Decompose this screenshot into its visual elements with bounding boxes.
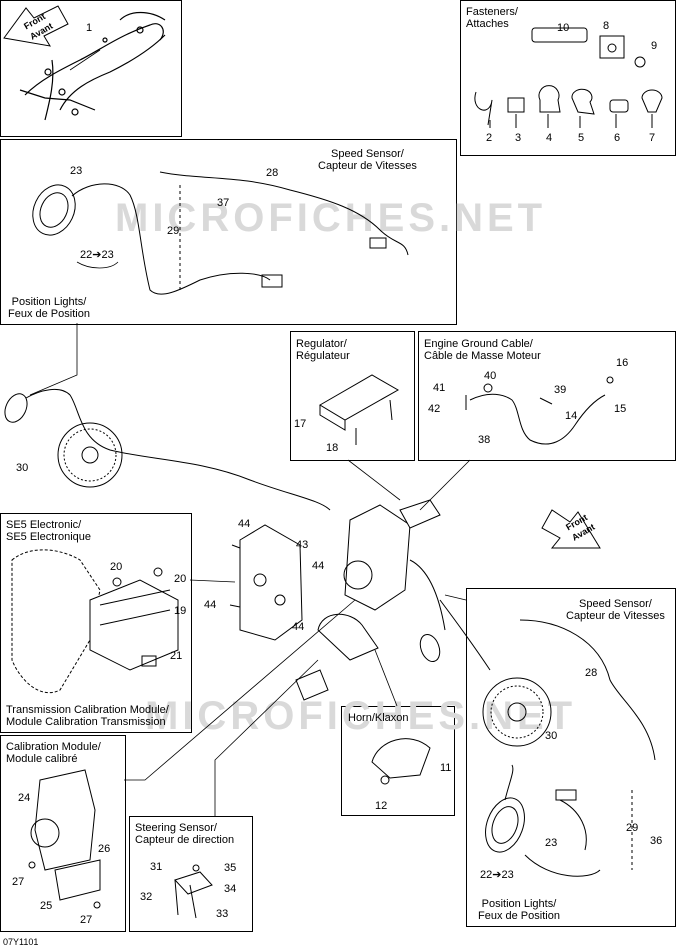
calibration-title: Calibration Module/Module calibré [6,741,101,765]
central-engine-assembly [343,499,446,631]
callout-37: 37 [217,197,230,209]
horn-title: Horn/Klaxon [348,712,409,724]
horn-box [341,706,455,816]
watermark-top: MICROFICHES.NET [115,196,547,240]
callout-10: 10 [557,22,570,34]
callout-38: 38 [478,434,491,446]
callout-24: 24 [18,792,31,804]
callout-22a: 22➔23 [80,249,114,261]
callout-42: 42 [428,403,441,415]
callout-14: 14 [565,410,578,422]
regulator-title: Regulator/Régulateur [296,338,350,362]
callout-20b: 20 [174,573,187,585]
callout-2: 2 [486,132,493,144]
steering-sensor-part [174,864,213,919]
leader-lines [29,49,471,816]
front-arrow-icon [3,5,69,47]
callout-15: 15 [614,403,627,415]
callout-8: 8 [603,20,610,32]
harness-box [0,0,182,137]
callout-43: 43 [296,539,309,551]
callout-44c: 44 [204,599,217,611]
center-bracket [229,524,303,641]
position-lights-top-title: Position Lights/Feux de Position [8,296,90,320]
fastener-parts [474,27,663,128]
se5-module [11,549,179,694]
callout-31: 31 [150,861,163,873]
callout-5: 5 [578,132,585,144]
speed-sensor-right-title: Speed Sensor/Capteur de Vitesses [566,598,665,622]
ground-cable-part [465,376,614,445]
callout-6: 6 [614,132,621,144]
wiring-harness [19,11,166,121]
se5-title: SE5 Electronic/SE5 Electronique [6,519,91,543]
callout-17: 17 [294,418,307,430]
trigger-wheel-right [482,677,552,747]
position-light-left [4,393,28,423]
callout-41: 41 [433,382,446,394]
callout-23a: 23 [70,165,83,177]
callout-39: 39 [554,384,567,396]
callout-4: 4 [546,132,553,144]
callout-20a: 20 [110,561,123,573]
horn-part [317,613,431,785]
callout-28b: 28 [585,667,598,679]
callout-27b: 27 [80,914,93,926]
callout-12: 12 [375,800,388,812]
front-arrow-right-icon [541,509,601,549]
callout-40: 40 [484,370,497,382]
se5-box [0,513,192,733]
callout-35: 35 [224,862,237,874]
steering-title: Steering Sensor/Capteur de direction [135,822,235,846]
callout-33: 33 [216,908,229,920]
callout-23b: 23 [545,837,558,849]
callout-27a: 27 [12,876,25,888]
callout-21: 21 [170,650,183,662]
diagram-code: 07Y1101 [3,937,39,947]
callout-16: 16 [616,357,629,369]
tcm-title: Transmission Calibration Module/Module C… [6,704,169,728]
callout-30b: 30 [545,730,558,742]
watermark-bottom: MICROFICHES.NET [145,694,577,738]
regulator-part [319,374,400,445]
speed-sensor-top-title: Speed Sensor/Capteur de Vitesses [318,148,417,172]
steering-sensor-small [295,669,329,701]
callout-25: 25 [40,900,53,912]
position-light-right [419,633,525,853]
callout-30a: 30 [16,462,29,474]
callout-18: 18 [326,442,339,454]
callout-36: 36 [650,835,663,847]
callout-28a: 28 [266,167,279,179]
position-lights-right-title: Position Lights/Feux de Position [478,898,560,922]
regulator-box [290,331,415,461]
callout-26: 26 [98,843,111,855]
callout-44d: 44 [292,621,305,633]
callout-19: 19 [174,605,187,617]
callout-32: 32 [140,891,153,903]
callout-34: 34 [224,883,237,895]
callout-9: 9 [651,40,658,52]
fasteners-title: Fasteners/Attaches [466,6,518,30]
callout-3: 3 [515,132,522,144]
callout-44b: 44 [312,560,325,572]
calibration-box [0,735,126,932]
callout-22b: 22➔23 [480,869,514,881]
callout-1: 1 [86,22,93,34]
speed-sensor-top-box [0,139,457,325]
trigger-wheel-left [57,422,123,488]
callout-29a: 29 [167,225,180,237]
callout-11: 11 [440,762,452,774]
ground-cable-title: Engine Ground Cable/Câble de Masse Moteu… [424,338,541,362]
speed-sensor-cable-top [71,171,409,295]
steering-box [129,816,253,932]
callout-7: 7 [649,132,656,144]
calibration-module-part [28,769,101,909]
position-light-top [32,184,76,236]
callout-44a: 44 [238,518,251,530]
callout-29b: 29 [626,822,639,834]
